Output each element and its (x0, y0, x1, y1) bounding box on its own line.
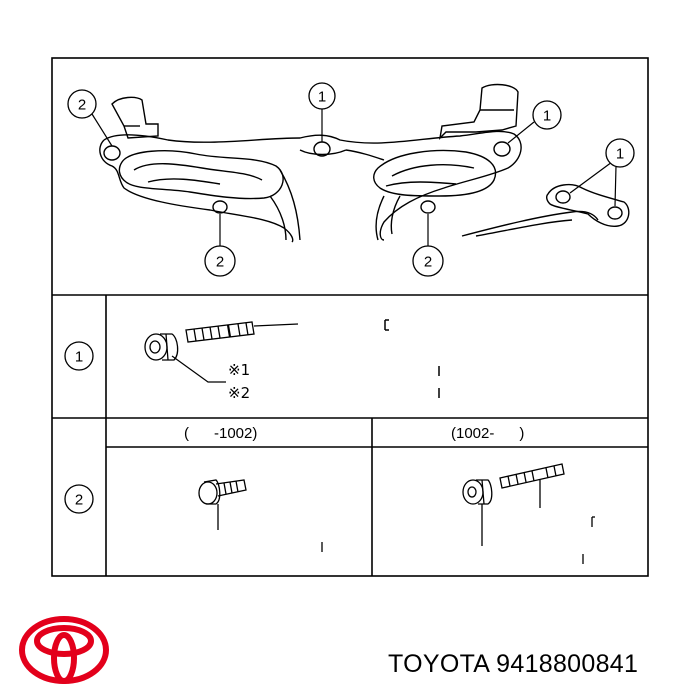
flange-bolt-icon (198, 479, 247, 505)
brand-name: TOYOTA (388, 650, 489, 678)
note-mark-2: ※2 (228, 384, 250, 402)
row-1-tick-marks (384, 319, 440, 398)
manifold-gasket-drawing (99, 83, 630, 243)
column-header-after: (1002- ) (451, 425, 524, 442)
row-1-callout: 1 (64, 341, 94, 371)
callout-2-bottom-right: 2 (412, 245, 444, 277)
callout-label: 2 (216, 254, 224, 271)
column-header-before: ( -1002) (184, 425, 257, 442)
callout-1-top-center: 1 (308, 82, 336, 110)
callout-label: 2 (424, 254, 432, 271)
note-mark-1: ※1 (228, 361, 250, 379)
callout-label: 1 (75, 349, 83, 366)
diagram-frame (51, 57, 649, 577)
callout-leaders (91, 104, 617, 246)
stud-bolt-icon (499, 463, 565, 489)
callout-label: 1 (543, 108, 551, 125)
callout-label: 1 (318, 89, 326, 106)
table-row-2-header: ( -1002) (1002- ) (184, 425, 524, 442)
row-2-left-leaders (217, 504, 323, 552)
flange-nut-icon (462, 479, 493, 505)
callout-label: 2 (75, 492, 83, 509)
footer-part-label: TOYOTA 9418800841 (388, 650, 638, 679)
row-1-leaders (171, 323, 299, 383)
part-number: 9418800841 (496, 650, 639, 678)
callout-1-top-right: 1 (532, 100, 562, 130)
table-row-1: 1 ※1 ※2 (64, 319, 440, 402)
row-2-right-leaders (481, 480, 595, 564)
callout-markers: 2 1 1 1 2 2 (67, 82, 635, 277)
callout-1-far-right: 1 (605, 138, 635, 168)
callout-label: 2 (78, 97, 86, 114)
toyota-logo-icon (19, 616, 109, 684)
table-row-2: 2 (64, 463, 595, 564)
stud-bolt-icon (185, 321, 255, 343)
row-2-callout: 2 (64, 484, 94, 514)
parts-diagram: 2 1 1 1 2 2 1 (51, 57, 649, 577)
callout-2-bottom-left: 2 (204, 245, 236, 277)
flange-nut-icon (144, 333, 179, 361)
callout-label: 1 (616, 146, 624, 163)
callout-2-top-left: 2 (67, 89, 97, 119)
